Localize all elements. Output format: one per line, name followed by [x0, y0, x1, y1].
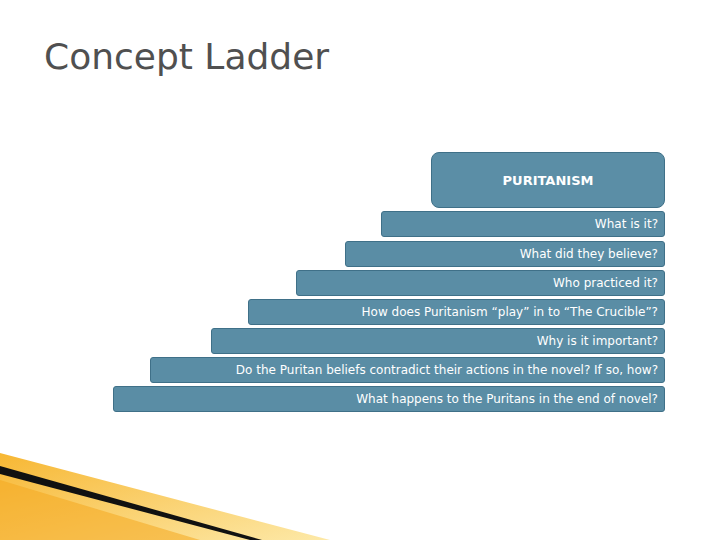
guiding-question: What happens to the Puritans in the end … — [356, 392, 658, 406]
orange-shade — [0, 480, 200, 540]
guiding-question: Why is it important? — [537, 334, 658, 348]
guiding-question: What did they believe? — [520, 247, 658, 261]
ladder-step: What happens to the Puritans in the end … — [113, 386, 665, 412]
guiding-question: How does Puritanism “play” in to “The Cr… — [362, 305, 658, 319]
slide-title: Concept Ladder — [44, 36, 329, 77]
ladder-top-box: PURITANISM — [431, 152, 665, 208]
orange-wedge — [0, 453, 330, 540]
ladder-step: What is it? — [381, 211, 665, 237]
guiding-question: Who practiced it? — [553, 276, 658, 290]
ladder-step: Why is it important? — [211, 328, 665, 354]
guiding-question: Do the Puritan beliefs contradict their … — [236, 363, 658, 377]
ladder-step: How does Puritanism “play” in to “The Cr… — [248, 299, 665, 325]
ladder-step: Who practiced it? — [296, 270, 665, 296]
ladder-step: Do the Puritan beliefs contradict their … — [150, 357, 665, 383]
topic-heading: PURITANISM — [503, 173, 594, 188]
guiding-question: What is it? — [595, 217, 658, 231]
ladder-step: What did they believe? — [345, 241, 665, 267]
black-stripe — [0, 466, 262, 540]
